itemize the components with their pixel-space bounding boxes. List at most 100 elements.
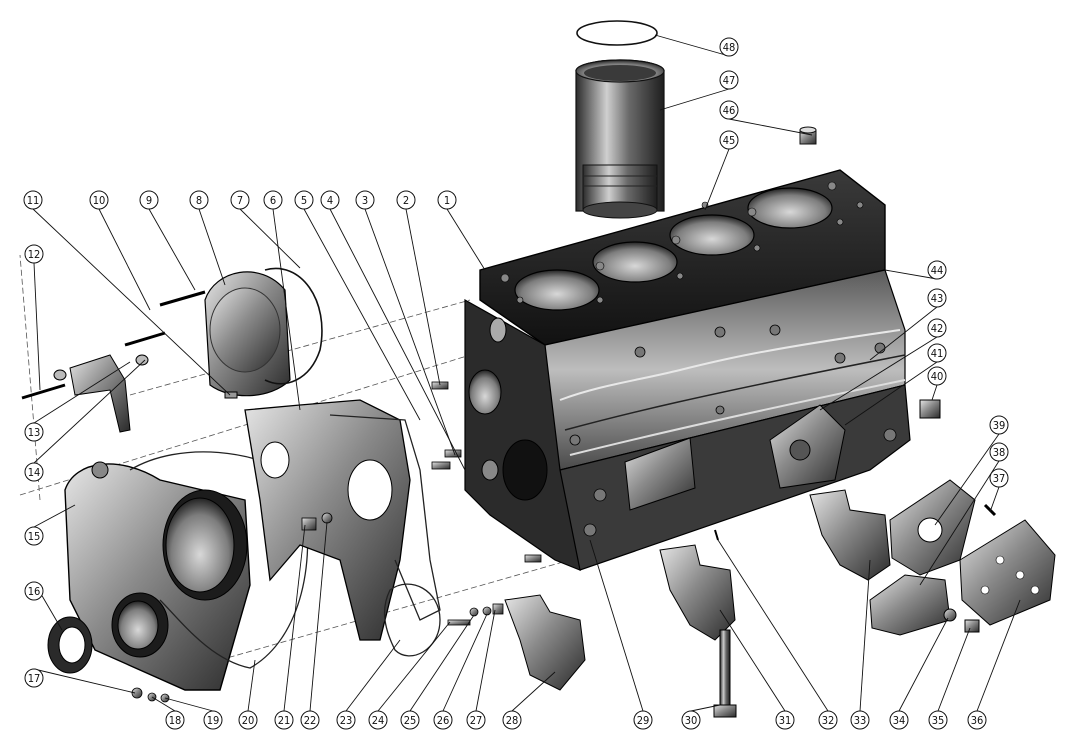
callout-48: 48 (719, 37, 739, 57)
o-ring (576, 20, 658, 46)
leader-line-42 (819, 336, 938, 411)
svg-text:28: 28 (506, 714, 519, 727)
svg-text:26: 26 (437, 714, 450, 727)
callout-14: 14 (24, 462, 44, 482)
svg-text:2: 2 (403, 194, 409, 207)
leader-line-23 (345, 639, 401, 712)
svg-text:1: 1 (444, 194, 450, 207)
svg-text:10: 10 (93, 194, 106, 207)
svg-text:33: 33 (854, 714, 867, 727)
callout-43: 43 (927, 288, 947, 308)
cap-bolt (713, 629, 737, 718)
svg-text:5: 5 (301, 194, 307, 207)
svg-text:8: 8 (196, 194, 202, 207)
svg-text:13: 13 (28, 426, 41, 439)
svg-text:32: 32 (822, 714, 835, 727)
timing-gear-housing (64, 461, 251, 691)
callout-2: 2 (396, 190, 416, 210)
leader-line-20 (247, 659, 256, 712)
svg-text:40: 40 (931, 370, 944, 383)
plate-gasket (329, 414, 441, 621)
svg-text:12: 12 (28, 248, 41, 261)
svg-text:25: 25 (404, 714, 417, 727)
svg-text:17: 17 (28, 672, 41, 685)
svg-text:43: 43 (931, 292, 944, 305)
svg-text:19: 19 (207, 714, 220, 727)
svg-text:39: 39 (993, 419, 1006, 432)
svg-text:14: 14 (28, 466, 41, 479)
mount-bracket (869, 574, 951, 636)
leader-line-10 (98, 208, 151, 311)
svg-text:22: 22 (304, 714, 317, 727)
leader-line-33 (859, 559, 871, 712)
leader-line-22 (309, 521, 328, 712)
svg-text:34: 34 (893, 714, 906, 727)
leader-line-28 (511, 671, 556, 712)
callout-1: 1 (437, 190, 457, 210)
leader-line-2 (405, 208, 441, 386)
svg-text:11: 11 (27, 194, 40, 207)
callout-32: 32 (818, 710, 838, 730)
dowels (131, 381, 542, 703)
callout-23: 23 (336, 710, 356, 730)
callout-12: 12 (24, 244, 44, 264)
svg-text:21: 21 (278, 714, 291, 727)
callout-5: 5 (294, 190, 314, 210)
svg-text:45: 45 (723, 134, 736, 147)
callout-27: 27 (466, 710, 486, 730)
callout-31: 31 (775, 710, 795, 730)
callout-10: 10 (89, 190, 109, 210)
callout-22: 22 (300, 710, 320, 730)
svg-text:35: 35 (932, 714, 945, 727)
leader-line-24 (377, 621, 451, 712)
leader-line-21 (283, 524, 306, 712)
leader-line-3 (364, 208, 456, 456)
callout-29: 29 (633, 710, 653, 730)
callout-38: 38 (989, 442, 1009, 462)
leader-line-39 (934, 433, 1000, 526)
leader-line-37 (989, 486, 1000, 513)
svg-text:31: 31 (779, 714, 792, 727)
callout-44: 44 (927, 260, 947, 280)
callout-11: 11 (23, 190, 43, 210)
leader-line-41 (844, 361, 938, 426)
leader-line-34 (898, 617, 949, 712)
callout-42: 42 (927, 318, 947, 338)
callout-33: 33 (850, 710, 870, 730)
leader-line-44 (884, 269, 938, 280)
svg-text:29: 29 (637, 714, 650, 727)
bracket (53, 354, 149, 433)
callout-6: 6 (263, 190, 283, 210)
callout-39: 39 (989, 415, 1009, 435)
svg-text:15: 15 (28, 530, 41, 543)
cylinder-block (464, 169, 941, 571)
leader-line-46 (728, 118, 813, 136)
cover-gasket (264, 267, 323, 385)
svg-text:47: 47 (723, 74, 736, 87)
svg-text:42: 42 (931, 322, 944, 335)
callout-9: 9 (139, 190, 159, 210)
callout-46: 46 (719, 100, 739, 120)
leader-line-13 (33, 361, 131, 424)
leader-line-43 (869, 306, 938, 361)
leader-line-9 (148, 208, 196, 291)
callout-bubbles: 1 2 3 4 5 6 7 8 9 10 11 12 13 14 15 16 1… (23, 37, 1009, 730)
svg-text:46: 46 (723, 104, 736, 117)
leader-line-29 (589, 539, 644, 712)
callout-3: 3 (355, 190, 375, 210)
callout-41: 41 (927, 343, 947, 363)
leader-line-11 (32, 208, 231, 396)
callout-34: 34 (889, 710, 909, 730)
svg-text:3: 3 (362, 194, 368, 207)
svg-text:24: 24 (372, 714, 385, 727)
callout-25: 25 (400, 710, 420, 730)
svg-text:38: 38 (993, 446, 1006, 459)
leader-line-47 (659, 88, 730, 111)
svg-text:16: 16 (28, 585, 41, 598)
callout-35: 35 (928, 710, 948, 730)
callout-24: 24 (368, 710, 388, 730)
callout-7: 7 (230, 190, 250, 210)
main-bearing-caps (504, 489, 891, 691)
housing-gasket (129, 451, 309, 669)
